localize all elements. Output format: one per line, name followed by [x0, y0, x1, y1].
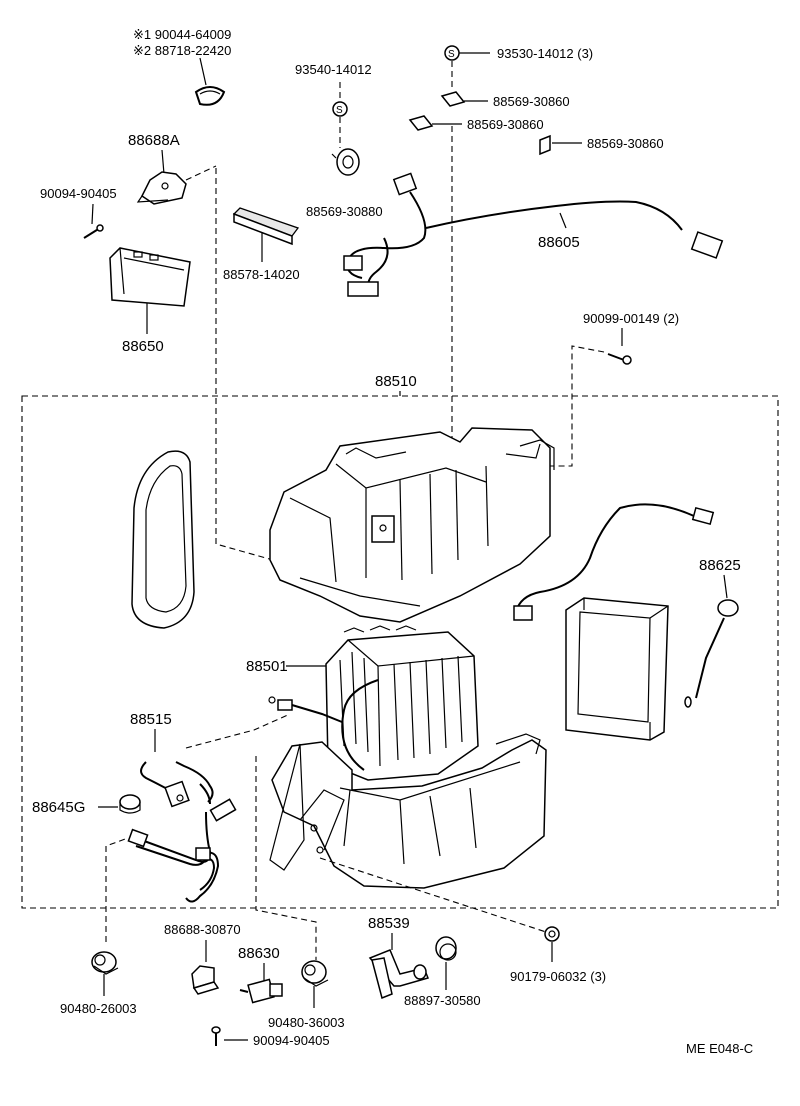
evaporator-88501 — [325, 625, 479, 781]
grommet-88897-30580 — [435, 936, 457, 961]
label-88539: 88539 — [368, 915, 410, 932]
wire-harness-88605 — [343, 172, 724, 297]
label-88569-30860-a: 88569-30860 — [493, 94, 570, 109]
upper-case-housing — [269, 427, 555, 623]
nut-90179 — [544, 926, 560, 942]
assembly-boundary-88510 — [21, 395, 779, 909]
pipe-assembly — [127, 811, 220, 903]
s-mark-2-text: S — [448, 49, 455, 60]
grommet-88569-30880 — [331, 148, 360, 176]
label-88501: 88501 — [246, 658, 288, 675]
label-88578-14020: 88578-14020 — [223, 267, 300, 282]
reference-code: ME E048-C — [686, 1041, 753, 1056]
label-88569-30860-b: 88569-30860 — [467, 117, 544, 132]
label-88515: 88515 — [130, 711, 172, 728]
label-93540-14012: 93540-14012 — [295, 62, 372, 77]
label-93530-14012: 93530-14012 (3) — [497, 46, 593, 61]
switch-88630 — [239, 978, 283, 1004]
bracket-88688A — [136, 171, 187, 205]
label-90094-90405-top: 90094-90405 — [40, 186, 117, 201]
clip-a — [440, 91, 488, 107]
label-88630: 88630 — [238, 945, 280, 962]
grommet-90480-36003 — [301, 960, 329, 987]
s-mark-1 — [332, 101, 348, 117]
clamp-part — [194, 57, 226, 106]
screw-bottom — [211, 1026, 221, 1046]
lower-case-housing — [269, 733, 547, 889]
expansion-valve-88515 — [140, 696, 343, 822]
clip-c — [539, 134, 582, 156]
label-90044-64009: ※1 90044-64009 — [133, 27, 231, 42]
switch-88645G — [119, 794, 141, 814]
label-88718-22420: ※2 88718-22420 — [133, 43, 231, 58]
seal-ring-left — [131, 450, 195, 629]
label-88605: 88605 — [538, 234, 580, 251]
screw-90099 — [607, 353, 632, 365]
clip-b — [408, 115, 462, 131]
label-88897-30580: 88897-30580 — [404, 993, 481, 1008]
drain-hose-88539 — [368, 949, 430, 1000]
label-90099-00149: 90099-00149 (2) — [583, 311, 679, 326]
label-90179-06032: 90179-06032 (3) — [510, 969, 606, 984]
label-88569-30880: 88569-30880 — [306, 204, 383, 219]
label-88510: 88510 — [375, 373, 417, 390]
amplifier-88650 — [109, 247, 191, 307]
label-88645G: 88645G — [32, 799, 85, 816]
bracket-88688-30870 — [191, 965, 220, 995]
label-90094-90405-bottom: 90094-90405 — [253, 1033, 330, 1048]
thermistor-88625 — [684, 599, 739, 708]
label-88625: 88625 — [699, 557, 741, 574]
label-90480-26003: 90480-26003 — [60, 1001, 137, 1016]
grommet-90480-26003 — [91, 951, 119, 975]
seal-frame-right — [565, 597, 669, 741]
label-88650: 88650 — [122, 338, 164, 355]
label-90480-36003: 90480-36003 — [268, 1015, 345, 1030]
label-88688A: 88688A — [128, 132, 180, 149]
label-88569-30860-c: 88569-30860 — [587, 136, 664, 151]
sensor-wire — [513, 503, 715, 621]
label-88688-30870: 88688-30870 — [164, 922, 241, 937]
pad-88578 — [232, 207, 300, 246]
s-mark-1-text: S — [336, 105, 343, 116]
screw-top — [83, 224, 104, 239]
